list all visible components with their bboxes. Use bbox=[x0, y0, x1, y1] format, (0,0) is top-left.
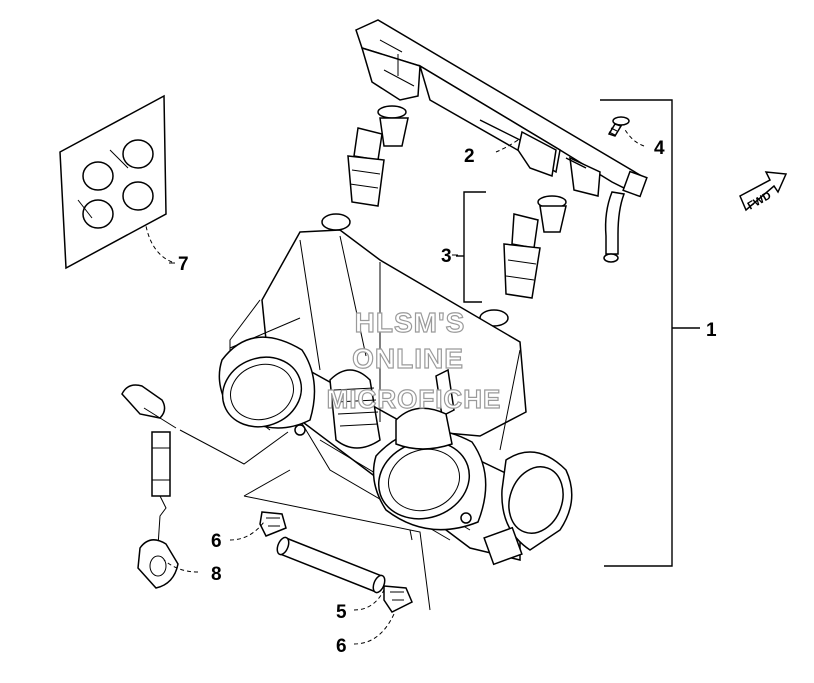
callout-1: 1 bbox=[706, 320, 717, 341]
hose-part-5 bbox=[276, 536, 386, 594]
fuel-rail bbox=[355, 19, 648, 263]
callout-5: 5 bbox=[336, 602, 347, 623]
callout-3: 3 bbox=[441, 246, 452, 267]
callout-4: 4 bbox=[654, 138, 665, 159]
callout-6-lower: 6 bbox=[336, 636, 347, 657]
callout-6-upper: 6 bbox=[211, 531, 222, 552]
assembly-bracket-1 bbox=[600, 99, 700, 567]
group-bracket-3 bbox=[456, 191, 486, 303]
hose-group-lines bbox=[243, 469, 431, 611]
callouts: 1 2 3 4 5 6 6 7 8 bbox=[178, 138, 717, 657]
callout-7: 7 bbox=[178, 254, 189, 275]
screw-part-4 bbox=[607, 116, 630, 137]
hose-clamp-upper bbox=[259, 511, 287, 537]
leader-lines bbox=[145, 127, 645, 645]
gasket-kit bbox=[59, 94, 167, 270]
sensor-harness bbox=[121, 384, 289, 589]
watermark: HLSM'S ONLINE MICROFICHE bbox=[326, 306, 502, 414]
watermark-line-1: HLSM'S bbox=[355, 307, 466, 338]
forward-arrow-icon: FWD bbox=[739, 171, 788, 213]
watermark-line-3: MICROFICHE bbox=[327, 384, 502, 414]
callout-dashes bbox=[169, 254, 458, 264]
fuel-injector-left bbox=[321, 105, 409, 231]
watermark-line-2: ONLINE bbox=[352, 343, 464, 374]
callout-2: 2 bbox=[464, 146, 475, 167]
fuel-injector-right bbox=[479, 195, 567, 327]
hose-clamp-lower bbox=[383, 585, 413, 613]
throttle-body-assembly bbox=[218, 229, 573, 566]
callout-8: 8 bbox=[211, 564, 222, 585]
